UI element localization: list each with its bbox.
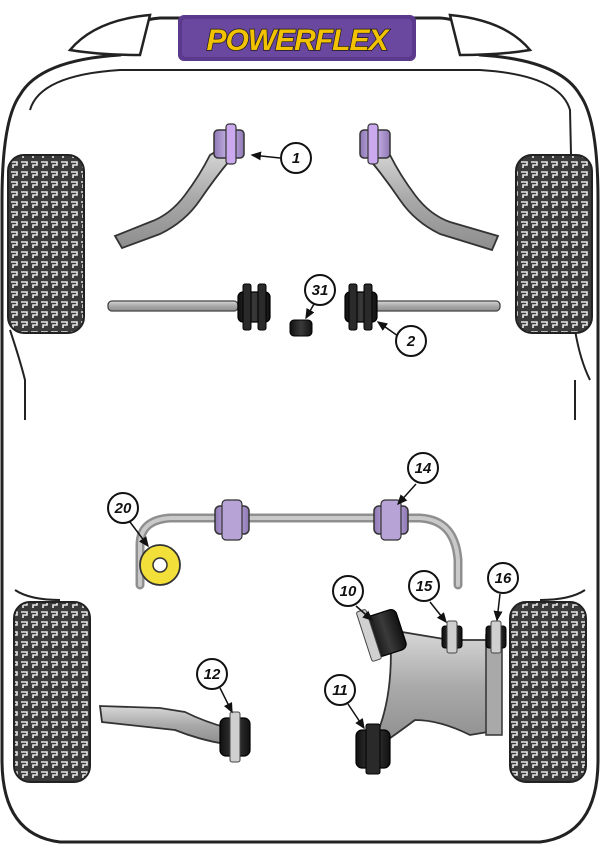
right-mirror (448, 13, 533, 57)
front-right-arm (359, 123, 500, 252)
car-body-lower-line (14, 589, 586, 601)
callout-16: 16 (487, 562, 519, 622)
bush-11 (355, 723, 391, 775)
bush-10 (356, 609, 407, 662)
rear-left-tyre (13, 601, 91, 783)
callout-12-label: 12 (204, 666, 221, 683)
bush-2-left (237, 283, 271, 331)
callout-12: 12 (196, 658, 233, 714)
callout-15-label: 15 (416, 578, 433, 595)
bush-1-right (359, 123, 391, 165)
callout-1: 1 (250, 142, 312, 174)
bush-2-right (344, 283, 378, 331)
callout-14: 14 (396, 452, 439, 506)
callout-11: 11 (324, 674, 365, 730)
callout-10: 10 (332, 575, 374, 621)
bush-16 (485, 620, 507, 654)
car-body-inner-line (9, 69, 591, 420)
callout-31: 31 (304, 274, 336, 320)
callout-20-label: 20 (114, 500, 132, 517)
callout-1-label: 1 (292, 150, 300, 167)
bush-12 (219, 711, 251, 763)
front-right-tyre (515, 154, 593, 334)
callout-2-label: 2 (406, 333, 416, 350)
rear-left-trailing-arm (98, 705, 251, 763)
callout-11-label: 11 (332, 682, 348, 699)
bush-20 (139, 544, 181, 586)
callout-31-label: 31 (312, 282, 329, 299)
bush-15 (441, 620, 463, 654)
left-mirror (67, 13, 152, 57)
bush-1-left (213, 123, 245, 165)
rear-right-tyre (509, 601, 587, 783)
callout-10-label: 10 (340, 583, 357, 600)
bush-14-left (214, 499, 250, 541)
bush-14-right (373, 499, 409, 541)
logo-wordmark: POWERFLEX (206, 24, 390, 57)
powerflex-logo: POWERFLEX (178, 15, 416, 61)
front-anti-roll-bar (107, 283, 501, 337)
callout-14-label: 14 (415, 460, 432, 477)
callout-2: 2 (376, 321, 427, 357)
car-body-outline (0, 16, 600, 844)
callouts: 1 2 31 14 20 10 15 (107, 142, 519, 730)
front-left-arm (113, 123, 245, 250)
callout-20: 20 (107, 492, 149, 548)
front-left-tyre (7, 154, 85, 334)
rear-right-lower-arm (355, 609, 507, 775)
callout-16-label: 16 (495, 570, 512, 587)
callout-15: 15 (408, 570, 447, 624)
rear-anti-roll-bar (135, 499, 463, 590)
bush-31 (289, 319, 313, 337)
